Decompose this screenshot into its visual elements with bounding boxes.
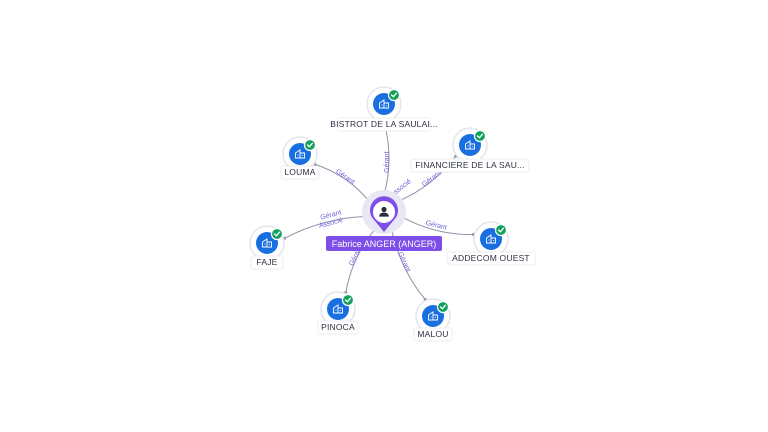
company-label-text: FAJE (256, 257, 277, 267)
center-person-node[interactable]: Fabrice ANGER (ANGER) (326, 190, 442, 251)
edge-label: Gérant (334, 168, 356, 186)
building-icon (486, 234, 496, 244)
verified-check-icon (494, 223, 508, 237)
edge-line (314, 163, 371, 203)
company-label: ADDECOM OUEST (446, 251, 536, 266)
company-label-text: MALOU (417, 329, 448, 339)
edge-line (390, 227, 426, 301)
center-label-text: Fabrice ANGER (ANGER) (332, 239, 437, 249)
company-label: FINANCIERE DE LA SAU... (410, 158, 530, 173)
verified-check-icon (387, 88, 401, 102)
nodes-layer: BISTROT DE LA SAULAI... FINANCIERE DE LA … (249, 86, 536, 342)
company-label-text: BISTROT DE LA SAULAI... (330, 119, 437, 129)
company-node-pinoca[interactable]: PINOCA (317, 291, 359, 335)
edge-label: Gérant (421, 170, 442, 189)
edge-addecom: Gérant (400, 215, 476, 237)
verified-check-icon (341, 293, 355, 307)
edge-line (345, 227, 378, 293)
verified-check-icon (270, 227, 284, 241)
edge-label: Gérant (384, 151, 391, 172)
company-node-louma[interactable]: LOUMA (280, 136, 320, 180)
company-node-financiere[interactable]: FINANCIERE DE LA SAU... (410, 127, 530, 173)
person-icon (379, 206, 389, 217)
company-node-malou[interactable]: MALOU (413, 298, 453, 342)
verified-check-icon (436, 300, 450, 314)
building-icon (428, 311, 438, 321)
building-icon (379, 99, 389, 109)
company-label-text: LOUMA (284, 167, 315, 177)
company-label: FAJE (250, 255, 284, 270)
company-label: LOUMA (280, 165, 320, 180)
company-label: PINOCA (317, 320, 359, 335)
company-label-text: ADDECOM OUEST (452, 253, 530, 263)
building-icon (262, 238, 272, 248)
edge-label: Gérant (396, 251, 411, 273)
building-icon (295, 149, 305, 159)
company-node-faje[interactable]: FAJE (249, 225, 285, 270)
company-label-text: FINANCIERE DE LA SAU... (415, 160, 524, 170)
edge-line (400, 215, 474, 236)
verified-check-icon (303, 138, 317, 152)
company-label: BISTROT DE LA SAULAI... (330, 117, 438, 132)
edge-bistrot: Gérant (382, 120, 391, 196)
company-node-addecom[interactable]: ADDECOM OUEST (446, 221, 536, 266)
edge-line (284, 215, 368, 239)
building-icon (465, 140, 475, 150)
center-label: Fabrice ANGER (ANGER) (326, 236, 442, 251)
building-icon (333, 304, 343, 314)
verified-check-icon (473, 129, 487, 143)
company-label-text: PINOCA (321, 322, 355, 332)
company-node-bistrot[interactable]: BISTROT DE LA SAULAI... (330, 86, 438, 132)
edge-louma: Gérant (313, 162, 371, 203)
company-label: MALOU (413, 327, 453, 342)
